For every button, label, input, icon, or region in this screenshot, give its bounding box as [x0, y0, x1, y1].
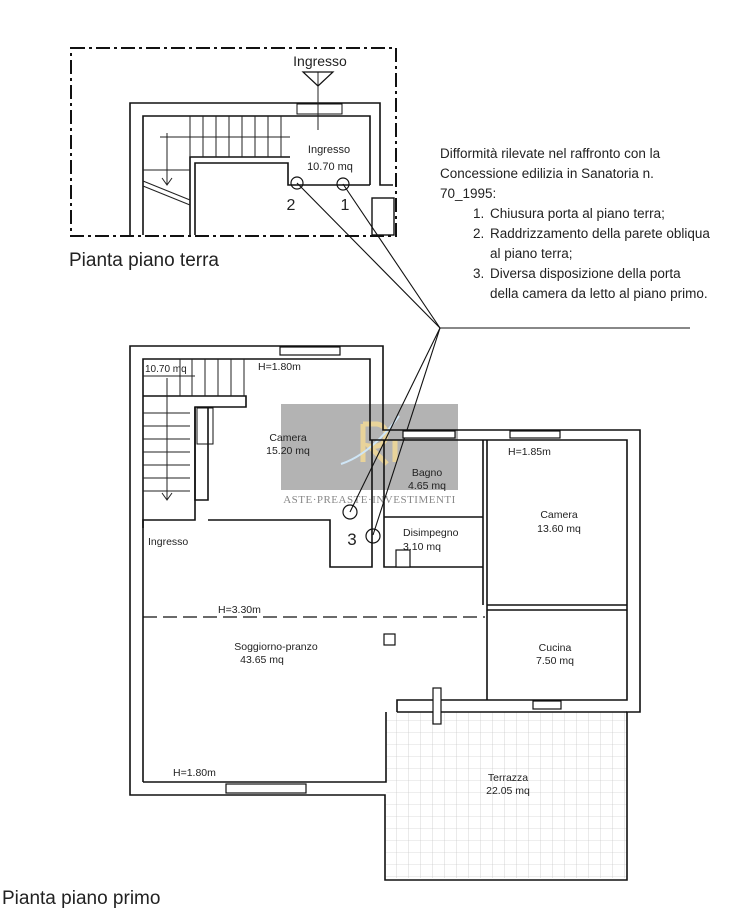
room-area-soggiorno: 43.65 mq — [240, 654, 284, 666]
room-area-stair: 10.70 mq — [145, 364, 187, 375]
marker-label-3: 3 — [347, 530, 356, 549]
marker-circle-2 — [290, 176, 304, 190]
room-name-bagno: Bagno — [412, 467, 443, 479]
notes-list: Chiusura porta al piano terra; Raddrizza… — [440, 204, 710, 304]
marker-circle-3a — [342, 504, 358, 520]
room-name-camera2: Camera — [540, 509, 578, 521]
marker-circle-1 — [336, 177, 350, 191]
room-area-camera1: 15.20 mq — [266, 445, 310, 457]
note-item: Diversa disposizione della porta della c… — [488, 264, 710, 304]
room-area-terrazza: 22.05 mq — [486, 785, 530, 797]
room-area-disimpegno: 3.10 mq — [403, 541, 441, 553]
height-soggiorno-low: H=1.80m — [173, 767, 216, 779]
room-area-bagno: 4.65 mq — [408, 480, 446, 492]
marker-circle-3b — [365, 528, 381, 544]
room-area-camera2: 13.60 mq — [537, 523, 581, 535]
note-item: Raddrizzamento della parete obliqua al p… — [488, 224, 710, 264]
marker-label-1: 1 — [341, 197, 350, 214]
marker-label-2: 2 — [287, 197, 296, 214]
first-floor-title: Pianta piano primo — [2, 888, 161, 909]
discrepancy-notes: Difformità rilevate nel raffronto con la… — [440, 144, 710, 304]
room-area-cucina: 7.50 mq — [536, 655, 574, 667]
terrace-tiles — [386, 712, 627, 878]
first-floor-plan: 3 10.70 mq Camera 15.20 mq Bagno 4.65 mq… — [129, 345, 641, 881]
watermark-text: ASTE·PREASTE·INVESTIMENTI — [283, 494, 456, 506]
height-soggiorno: H=3.30m — [218, 604, 261, 616]
height-camera1: H=1.80m — [258, 361, 301, 373]
room-area: 10.70 mq — [307, 161, 353, 173]
note-item: Chiusura porta al piano terra; — [488, 204, 710, 224]
room-name-terrazza: Terrazza — [488, 772, 528, 784]
entrance-label: Ingresso — [293, 53, 347, 69]
room-name-disimpegno: Disimpegno — [403, 527, 459, 539]
room-name-cucina: Cucina — [539, 642, 572, 654]
room-name-soggiorno: Soggiorno-pranzo — [234, 641, 318, 653]
ingresso-label: Ingresso — [148, 536, 188, 548]
room-name-camera1: Camera — [269, 432, 307, 444]
height-camera2: H=1.85m — [508, 446, 551, 458]
notes-intro: Difformità rilevate nel raffronto con la… — [440, 146, 661, 201]
ground-floor-plan: Ingresso Ingresso 10.70 mq 2 1 — [70, 47, 397, 237]
boundary-dashdot — [70, 47, 397, 237]
ground-floor-title: Pianta piano terra — [69, 250, 219, 271]
room-name: Ingresso — [308, 144, 350, 156]
